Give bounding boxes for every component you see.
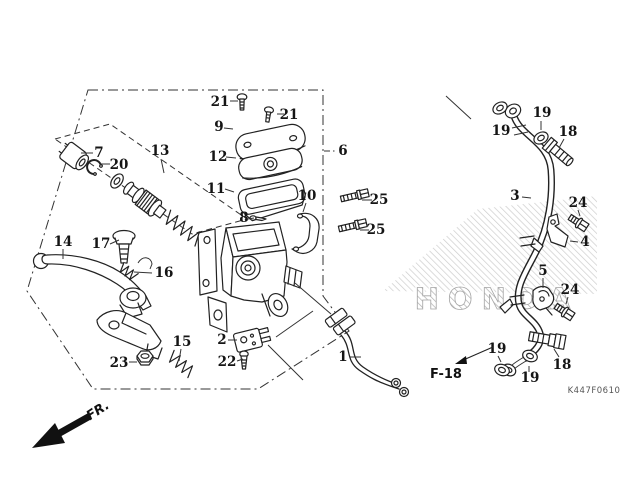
callout-19: 19 bbox=[492, 123, 511, 139]
part-washer bbox=[110, 173, 124, 189]
part-1-switch-wire bbox=[324, 307, 410, 398]
callout-16: 16 bbox=[155, 265, 174, 281]
lever-bracket bbox=[96, 310, 163, 360]
callout-3: 3 bbox=[510, 188, 519, 204]
callout-14: 14 bbox=[54, 234, 73, 250]
fr-direction-indicator: FR. bbox=[32, 398, 112, 448]
honda-wing-logo bbox=[383, 196, 597, 294]
part-5-hose-clamp bbox=[532, 285, 555, 316]
connector-lines bbox=[267, 95, 472, 381]
callout-8: 8 bbox=[239, 210, 248, 226]
part-19-washer-top-left bbox=[492, 101, 508, 115]
assembly-boundary-box bbox=[26, 89, 350, 390]
fr-arrow-icon bbox=[32, 423, 65, 448]
callout-20: 20 bbox=[110, 157, 129, 173]
honda-watermark: HONDA HONDA bbox=[383, 196, 597, 318]
callout-4: 4 bbox=[580, 234, 589, 250]
part-11-diaphragm bbox=[237, 178, 307, 222]
part-13-piston bbox=[122, 181, 167, 219]
callout-21: 21 bbox=[280, 107, 299, 123]
callout-17: 17 bbox=[92, 236, 111, 252]
callout-24: 24 bbox=[569, 195, 588, 211]
part-25-bolt-lower bbox=[337, 218, 368, 233]
callout-24: 24 bbox=[561, 282, 580, 298]
part-12-diaphragm-plate bbox=[238, 147, 303, 181]
callout-5: 5 bbox=[538, 263, 547, 279]
callout-1: 1 bbox=[338, 349, 347, 365]
part-14-brake-lever bbox=[32, 252, 152, 319]
callout-23: 23 bbox=[110, 355, 129, 371]
f18-reference: F-18 bbox=[430, 346, 494, 382]
f18-arrowhead-icon bbox=[455, 356, 467, 364]
callout-18: 18 bbox=[553, 357, 572, 373]
part-2-stoplight-switch bbox=[232, 327, 272, 353]
callout-15: 15 bbox=[173, 334, 192, 350]
part-24-bolt-top bbox=[567, 213, 590, 233]
part-23-nut bbox=[136, 350, 154, 366]
callout-labels: 21 21 9 12 11 8 10 6 13 7 20 14 17 16 15… bbox=[54, 94, 590, 386]
part-25-bolt-upper bbox=[339, 188, 370, 203]
callout-12: 12 bbox=[209, 149, 228, 165]
part-16-clip bbox=[137, 257, 153, 270]
part-24-bolt-bottom bbox=[553, 302, 576, 322]
callout-25: 25 bbox=[367, 222, 386, 238]
callout-19: 19 bbox=[521, 370, 540, 386]
part-19-washer-bottom-left bbox=[494, 363, 510, 377]
part-16-spring bbox=[119, 261, 139, 281]
f18-label: F-18 bbox=[430, 367, 462, 382]
callout-22: 22 bbox=[218, 354, 237, 370]
kit-13-boundary bbox=[53, 123, 249, 235]
diagram-code: K447F0610 bbox=[568, 386, 621, 396]
part-21-screw-left bbox=[236, 93, 248, 111]
part-20-circlip bbox=[86, 159, 103, 176]
callout-6: 6 bbox=[338, 143, 347, 159]
callout-7: 7 bbox=[94, 145, 103, 161]
callout-9: 9 bbox=[214, 119, 223, 135]
callout-18: 18 bbox=[559, 124, 578, 140]
part-19-washer-bottom-right bbox=[522, 349, 538, 363]
callout-19: 19 bbox=[488, 341, 507, 357]
part-18-bolt-bottom bbox=[527, 331, 567, 350]
watermark-text: HONDA bbox=[415, 282, 580, 316]
part-17-pivot-bolt bbox=[112, 229, 136, 264]
callout-2: 2 bbox=[217, 332, 226, 348]
part-4-hole bbox=[550, 219, 556, 225]
callout-25: 25 bbox=[370, 192, 389, 208]
part-15-spring bbox=[168, 349, 194, 379]
part-18-bolt-top bbox=[541, 136, 574, 167]
callout-21: 21 bbox=[211, 94, 230, 110]
callout-11: 11 bbox=[207, 181, 226, 197]
part-10-holder-clamp bbox=[291, 212, 320, 254]
callout-13: 13 bbox=[151, 143, 170, 159]
callout-19: 19 bbox=[533, 105, 552, 121]
watermark-halo: HONDA bbox=[415, 282, 580, 316]
callout-10: 10 bbox=[298, 188, 317, 204]
part-13-spring bbox=[165, 209, 200, 247]
part-19-washer-top-right bbox=[533, 131, 549, 145]
part-7-boot bbox=[58, 141, 90, 171]
part-drawings bbox=[32, 93, 590, 398]
master-cylinder-body bbox=[197, 221, 303, 333]
leader-lines bbox=[62, 100, 581, 372]
part-21-screw-right bbox=[263, 106, 275, 123]
